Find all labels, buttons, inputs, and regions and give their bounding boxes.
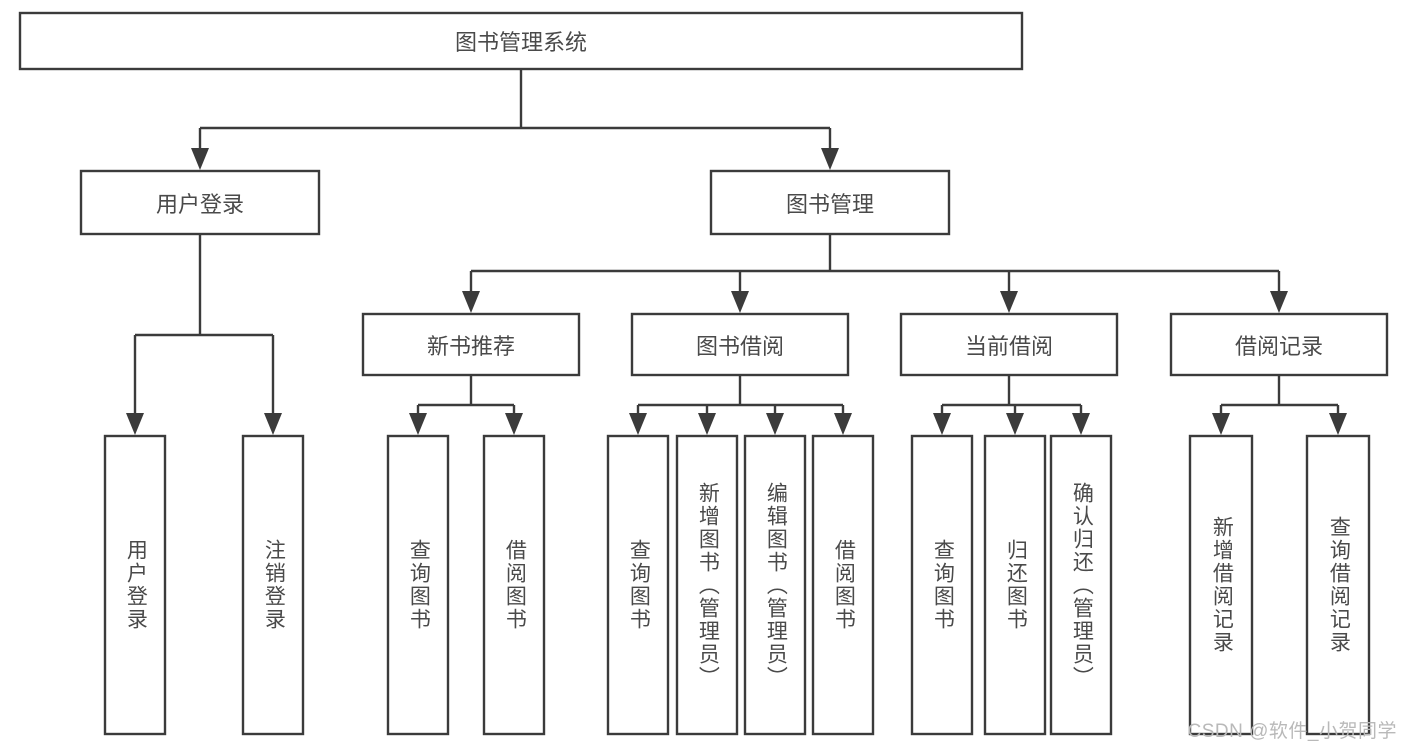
- arrow-head-icon: [191, 148, 209, 170]
- leaf-box-当前借阅-归还图书-1[interactable]: [983, 434, 1047, 736]
- arrow-head-icon: [834, 413, 852, 435]
- node-group-图书借阅[interactable]: [630, 312, 850, 377]
- leaf-box-当前借阅-查询图书-0[interactable]: [910, 434, 974, 736]
- leaf-box-新书推荐-查询图书-0[interactable]: [386, 434, 450, 736]
- leaf-box-借阅记录-新增借阅记录-0[interactable]: [1188, 434, 1254, 736]
- leaf-box-图书借阅-新增图书管理员-1[interactable]: [675, 434, 739, 736]
- arrow-head-icon: [698, 413, 716, 435]
- arrow-head-icon: [264, 413, 282, 435]
- arrow-head-icon: [409, 413, 427, 435]
- leaf-box-图书借阅-编辑图书管理员-2[interactable]: [743, 434, 807, 736]
- arrow-head-icon: [1212, 413, 1230, 435]
- node-level1-用户登录[interactable]: [79, 169, 321, 236]
- leaf-box-新书推荐-借阅图书-1[interactable]: [482, 434, 546, 736]
- arrow-head-icon: [821, 148, 839, 170]
- arrow-head-icon: [1270, 291, 1288, 313]
- arrow-head-icon: [1329, 413, 1347, 435]
- watermark-text: CSDN @软件_小贺同学: [1187, 721, 1397, 742]
- leaf-box-图书借阅-借阅图书-3[interactable]: [811, 434, 875, 736]
- leaf-box-图书借阅-查询图书-0[interactable]: [606, 434, 670, 736]
- arrow-head-icon: [1000, 291, 1018, 313]
- arrow-head-icon: [731, 291, 749, 313]
- arrow-head-icon: [933, 413, 951, 435]
- boxes-layer: [18, 11, 1389, 736]
- node-group-当前借阅[interactable]: [899, 312, 1119, 377]
- leaf-box-用户登录-0[interactable]: [103, 434, 167, 736]
- arrow-head-icon: [126, 413, 144, 435]
- node-group-借阅记录[interactable]: [1169, 312, 1389, 377]
- arrow-head-icon: [1006, 413, 1024, 435]
- arrow-head-icon: [462, 291, 480, 313]
- arrow-head-icon: [505, 413, 523, 435]
- arrow-head-icon: [629, 413, 647, 435]
- node-root-图书管理系统[interactable]: [18, 11, 1024, 71]
- leaf-box-注销登录-1[interactable]: [241, 434, 305, 736]
- connectors-layer: [126, 69, 1347, 435]
- arrow-head-icon: [1072, 413, 1090, 435]
- leaf-box-当前借阅-确认归还管理员-2[interactable]: [1049, 434, 1113, 736]
- node-group-新书推荐[interactable]: [361, 312, 581, 377]
- arrow-head-icon: [766, 413, 784, 435]
- node-level1-图书管理[interactable]: [709, 169, 951, 236]
- leaf-box-借阅记录-查询借阅记录-1[interactable]: [1305, 434, 1371, 736]
